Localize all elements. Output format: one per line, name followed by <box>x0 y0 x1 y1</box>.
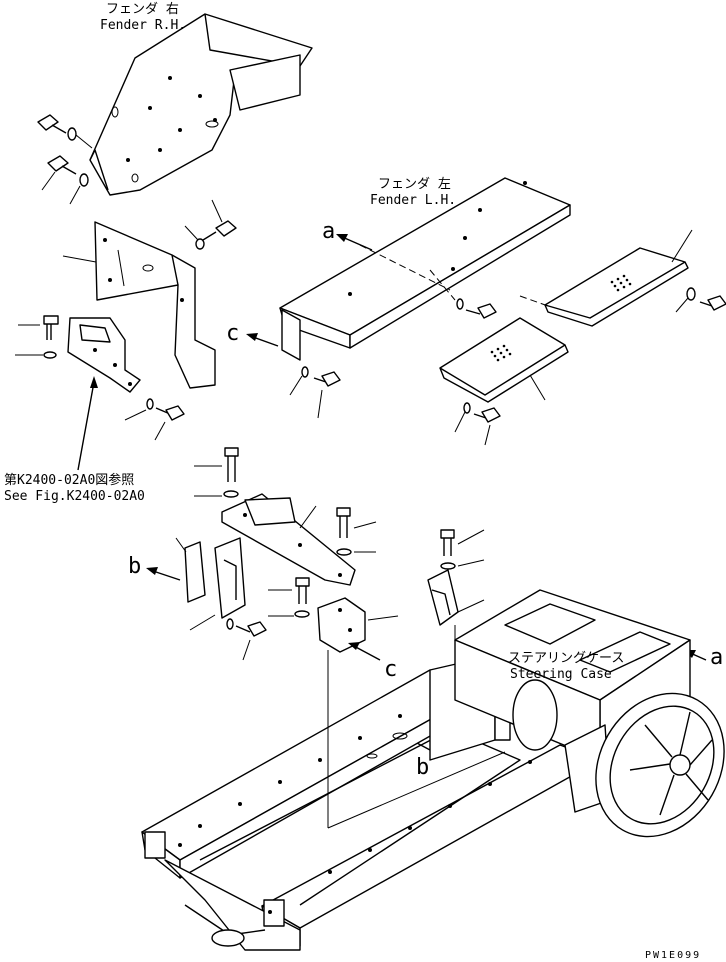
callout-b-lower: b <box>416 755 429 780</box>
rh-bracket-plate <box>62 221 216 389</box>
bolt-step-right <box>124 398 185 441</box>
cross-bracket <box>221 493 356 586</box>
reference-jp-label: 第K2400-02A0図参照 <box>4 472 134 488</box>
bolt-steering <box>440 529 485 570</box>
bolt-step-left <box>15 315 59 359</box>
bolt-cross-right <box>336 507 377 556</box>
fender-rh-en-label: Fender R.H. <box>100 18 186 33</box>
bolt-vertical-bracket <box>226 618 267 661</box>
step-bracket <box>67 317 141 393</box>
steering-case-en-label: Steering Case <box>510 667 612 682</box>
final-drive-housing <box>595 692 725 838</box>
tread-pattern-lower <box>490 344 512 362</box>
arrow-c-upper <box>246 333 279 347</box>
bolt-bracket-top <box>184 199 237 250</box>
arrow-a-upper <box>336 234 373 251</box>
fender-rh-panel <box>89 13 313 196</box>
callout-b-left: b <box>128 554 141 579</box>
support-bracket-c <box>317 597 399 653</box>
bolt-rh-upper <box>37 114 93 149</box>
bolt-lh-mid <box>456 298 497 319</box>
small-plate-b <box>175 537 206 603</box>
fender-lh-panel <box>279 177 571 361</box>
bolt-lh-step <box>454 402 501 446</box>
steering-case-jp-label: ステアリングケース <box>508 651 624 666</box>
fender-lh-en-label: Fender L.H. <box>370 193 456 208</box>
vertical-bracket <box>189 537 246 631</box>
arrow-b-left <box>146 567 181 581</box>
steering-bracket <box>427 569 485 626</box>
arrow-c-lower <box>348 642 381 661</box>
bolt-cross-left <box>194 447 239 498</box>
fender-lh-step-lower <box>439 317 569 403</box>
drawing-code: PW1E099 <box>645 950 701 961</box>
bolt-rh-lower <box>41 155 89 205</box>
ref-leader <box>77 376 98 471</box>
tread-pattern-upper <box>610 274 632 292</box>
callout-c-lower: c <box>384 657 397 682</box>
callout-c-upper: c <box>226 321 239 346</box>
fender-lh-jp-label: フェンダ 左 <box>378 177 451 192</box>
reference-en-label: See Fig.K2400-02A0 <box>4 489 145 504</box>
fender-lh-step-upper <box>544 229 693 327</box>
bolt-support-c <box>268 577 310 618</box>
callout-a-upper: a <box>322 219 335 244</box>
bolt-lh-left <box>289 366 341 419</box>
callout-a-right: a <box>710 645 723 670</box>
fender-rh-jp-label: フェンダ 右 <box>106 2 179 17</box>
bolt-lh-right <box>675 287 726 313</box>
